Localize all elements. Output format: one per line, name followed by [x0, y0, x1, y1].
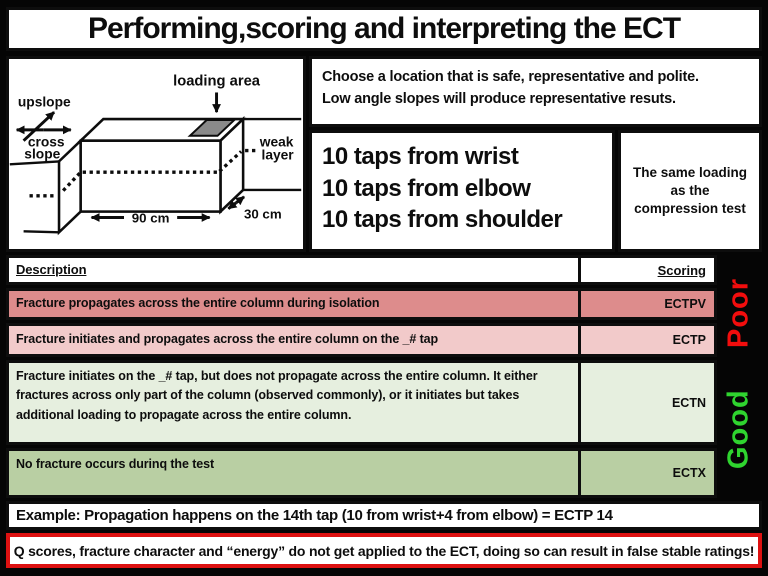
weak-layer-label-line1: weak [259, 135, 294, 150]
weak-layer-dotted-line [29, 148, 259, 198]
table-header-row: Description Scoring [6, 255, 717, 285]
upslope-arrow [22, 111, 56, 142]
title-bar: Performing,scoring and interpreting the … [6, 7, 762, 51]
warning-text: Q scores, fracture character and “energy… [13, 542, 755, 559]
row-description: Fracture initiates on the _# tap, but do… [16, 369, 538, 422]
example-text: Example: Propagation happens on the 14th… [16, 507, 613, 524]
left-cut-face [57, 137, 82, 236]
good-rating-label: Good [722, 389, 755, 469]
scoring-header: Scoring [657, 262, 706, 278]
location-note-line2: Low angle slopes will produce representa… [322, 90, 676, 107]
example-row: Example: Propagation happens on the 14th… [6, 501, 762, 530]
warning-banner: Q scores, fracture character and “energy… [6, 533, 762, 568]
loading-area-patch [187, 119, 237, 137]
page-title: Performing,scoring and interpreting the … [87, 12, 681, 45]
column-diagram-panel: loading area upslope cross slope weak la… [6, 56, 306, 252]
tap-sequence-panel: 10 taps from wrist 10 taps from elbow 10… [309, 130, 615, 252]
tap-step-wrist: 10 taps from wrist [322, 143, 519, 170]
ect-column-diagram: loading area upslope cross slope weak la… [9, 74, 302, 236]
weak-layer-label-line2: layer [262, 147, 295, 162]
location-note-line1: Choose a location that is safe, represen… [322, 69, 699, 85]
table-row: Fracture initiates and propagates across… [6, 323, 717, 357]
loading-note-panel: The same loading as the compression test [618, 130, 762, 252]
cross-slope-label-line2: slope [24, 146, 60, 161]
row-score: ECTN [578, 363, 714, 442]
loading-note-text: The same loading as the compression test [632, 164, 748, 217]
loading-area-label: loading area [173, 74, 261, 90]
poor-rating-label: Poor [722, 277, 755, 349]
cross-slope-label-line1: cross [28, 135, 65, 150]
row-description: Fracture propagates across the entire co… [16, 296, 380, 311]
row-score: ECTP [578, 326, 714, 354]
depth-arrow [227, 200, 238, 210]
description-header: Description [16, 261, 87, 277]
row-score: ECTPV [578, 291, 714, 317]
length-label: 90 cm [132, 210, 170, 225]
upslope-label: upslope [18, 94, 71, 109]
location-note-panel: Choose a location that is safe, represen… [309, 56, 762, 127]
row-description: No fracture occurs durinq the test [16, 457, 215, 471]
front-face [79, 139, 222, 213]
row-description: Fracture initiates and propagates across… [16, 332, 439, 347]
table-row: Fracture propagates across the entire co… [6, 288, 717, 320]
table-row: No fracture occurs durinq the test ECTX [6, 448, 717, 498]
table-row: Fracture initiates on the _# tap, but do… [6, 360, 717, 445]
depth-label: 30 cm [244, 206, 282, 221]
tap-step-elbow: 10 taps from elbow [322, 174, 531, 202]
row-score: ECTX [578, 451, 714, 495]
tap-step-shoulder: 10 taps from shoulder [322, 206, 563, 234]
